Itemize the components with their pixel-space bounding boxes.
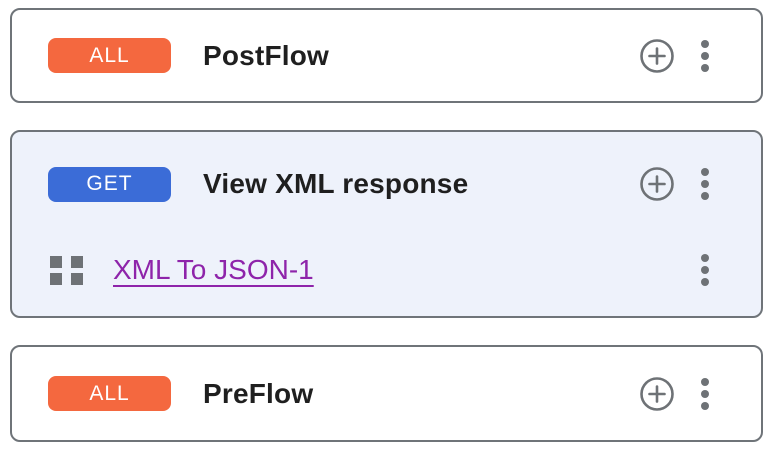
add-policy-button[interactable]	[639, 38, 675, 74]
flow-title: PreFlow	[203, 377, 314, 409]
flow-card-preflow: ALL PreFlow	[10, 345, 763, 442]
flow-header-row: ALL PostFlow	[12, 10, 761, 101]
more-options-button[interactable]	[701, 39, 709, 72]
more-vert-icon	[701, 168, 709, 200]
flow-header-row: ALL PreFlow	[12, 347, 761, 440]
method-badge: GET	[48, 166, 171, 202]
add-policy-button[interactable]	[639, 376, 675, 412]
policy-more-options-button[interactable]	[701, 254, 709, 286]
flow-header-row: GET View XML response	[12, 146, 761, 222]
method-badge: ALL	[48, 376, 171, 411]
add-policy-button[interactable]	[639, 166, 675, 202]
policy-row: XML To JSON-1	[12, 232, 761, 308]
more-vert-icon	[701, 39, 709, 72]
flow-title: PostFlow	[203, 39, 330, 71]
flow-card-view-xml-response[interactable]: GET View XML response XML To JSON-1	[10, 130, 763, 318]
add-circle-icon	[640, 376, 674, 411]
more-vert-icon	[701, 377, 709, 410]
policy-link[interactable]: XML To JSON-1	[113, 254, 314, 285]
more-options-button[interactable]	[701, 168, 709, 200]
add-circle-icon	[640, 38, 674, 73]
flow-card-postflow: ALL PostFlow	[10, 8, 763, 103]
flow-title: View XML response	[203, 168, 469, 199]
add-circle-icon	[640, 167, 674, 201]
method-badge: ALL	[48, 38, 171, 73]
more-options-button[interactable]	[701, 377, 709, 410]
more-vert-icon	[701, 254, 709, 286]
grid-drag-handle-icon[interactable]	[50, 255, 83, 285]
